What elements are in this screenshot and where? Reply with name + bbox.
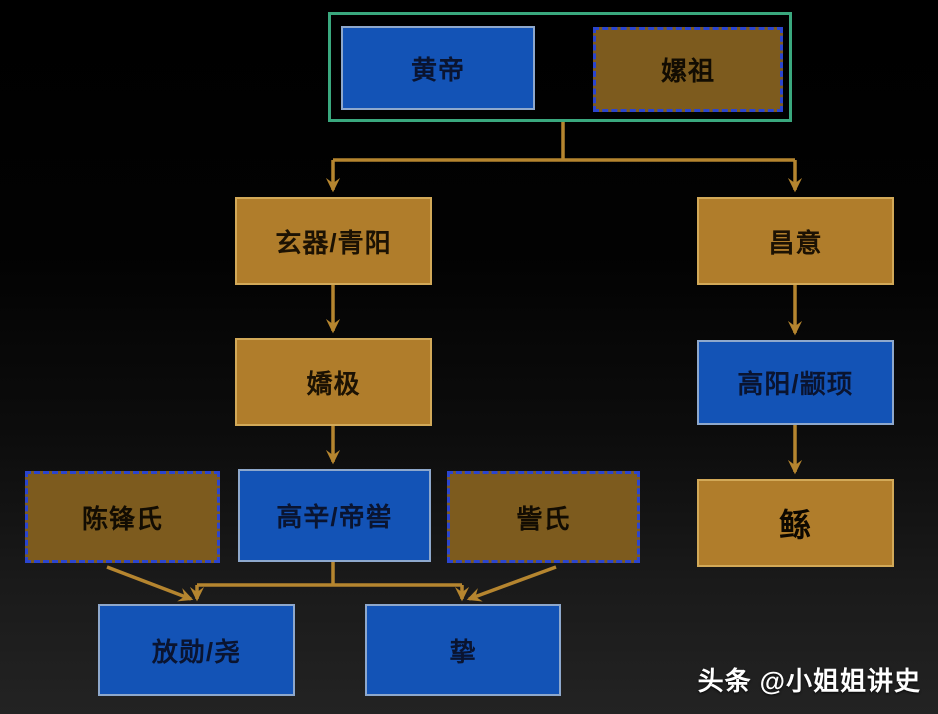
node-huangdi-label: 黄帝 [410,54,465,85]
node-zhi-label: 挚 [449,636,477,667]
node-zishi-label: 訾氏 [516,503,571,534]
node-chenfeng: 陈锋氏 [25,471,220,563]
node-gun-label: 鲧 [778,507,812,543]
node-gaoyang: 高阳/颛顼 [697,340,894,425]
node-chenfeng-label: 陈锋氏 [81,503,163,534]
node-fangxun-label: 放勋/尧 [151,636,242,667]
node-jiaoji: 嬌极 [235,338,432,426]
node-fangxun: 放勋/尧 [98,604,295,696]
node-jiaoji-label: 嬌极 [306,368,361,399]
node-gun: 鲧 [697,479,894,567]
watermark: 头条@小姐姐讲史 [698,661,921,698]
node-changyi-label: 昌意 [768,227,823,258]
node-xuanxiao-label: 玄器/青阳 [275,227,392,258]
watermark-brand: 头条 [697,666,752,696]
marriage-group-frame [328,12,792,122]
node-leizu-label: 嫘祖 [660,56,715,86]
node-gaoyang-label: 高阳/颛顼 [737,369,854,399]
node-leizu: 嫘祖 [593,27,783,112]
node-xuanxiao: 玄器/青阳 [235,197,432,285]
watermark-handle: @小姐姐讲史 [759,666,921,696]
node-gaoxin: 高辛/帝喾 [238,469,431,562]
connector-zishi-zhi [466,565,557,602]
connector-chenfeng-fangxun [106,565,194,602]
node-zishi: 訾氏 [447,471,640,563]
node-changyi: 昌意 [697,197,894,285]
node-gaoxin-label: 高辛/帝喾 [276,502,393,532]
node-huangdi: 黄帝 [341,26,535,110]
node-zhi: 挚 [365,604,561,696]
